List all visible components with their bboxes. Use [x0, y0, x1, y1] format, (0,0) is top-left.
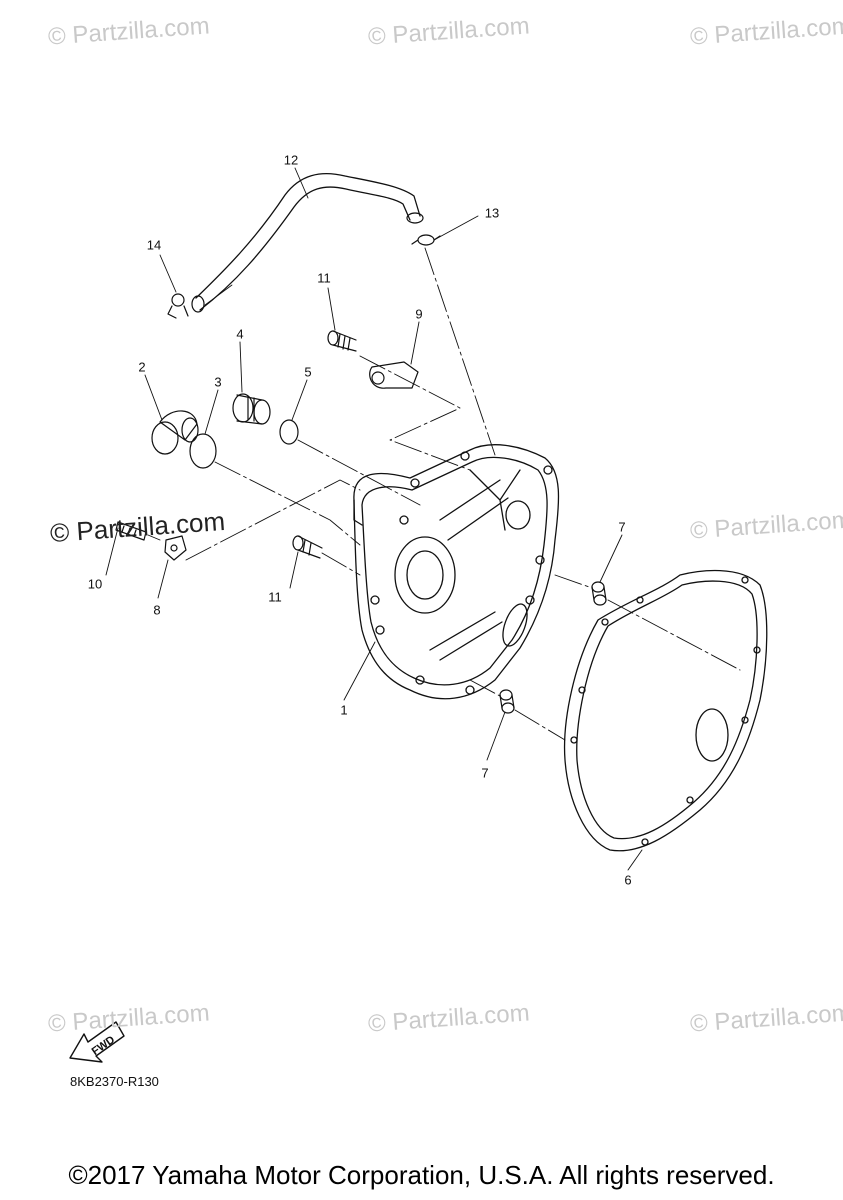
bracket-8 [164, 535, 187, 561]
callout-7-lower: 7 [481, 765, 489, 781]
callout-1: 1 [340, 702, 348, 718]
plug-4 [232, 393, 271, 425]
callout-11-lower: 11 [268, 589, 282, 605]
assembly-lines [147, 247, 741, 741]
dowel-pin-lower [499, 689, 515, 714]
hose-clip-13 [411, 234, 441, 246]
callout-2: 2 [138, 359, 146, 375]
callout-4: 4 [236, 326, 244, 342]
hose-clip-14 [167, 293, 189, 319]
callout-10: 10 [87, 576, 103, 592]
copyright-notice: ©2017 Yamaha Motor Corporation, U.S.A. A… [68, 1160, 775, 1190]
bolt-11-upper [327, 330, 357, 352]
callout-9: 9 [415, 306, 423, 322]
callout-8: 8 [153, 602, 161, 618]
gasket [563, 569, 768, 852]
diagram-code: 8KB2370-R130 [70, 1074, 159, 1089]
hose-clamp-9 [369, 361, 419, 389]
leader-lines [105, 167, 643, 871]
callout-13: 13 [484, 205, 500, 221]
callout-3: 3 [214, 374, 222, 390]
o-ring-5 [279, 419, 299, 445]
callout-7-upper: 7 [618, 519, 626, 535]
breather-hose [191, 173, 424, 313]
dowel-pin-upper [591, 581, 607, 606]
crankcase-cover [353, 444, 560, 700]
oil-filler-cap [151, 410, 199, 455]
callout-6: 6 [624, 872, 632, 888]
bolt-11-lower [292, 535, 323, 559]
o-ring-3 [189, 433, 217, 469]
callout-5: 5 [304, 364, 312, 380]
callout-11-upper: 11 [317, 270, 331, 286]
callout-12: 12 [283, 152, 299, 168]
callout-14: 14 [146, 237, 162, 253]
bolt-10 [115, 521, 147, 541]
